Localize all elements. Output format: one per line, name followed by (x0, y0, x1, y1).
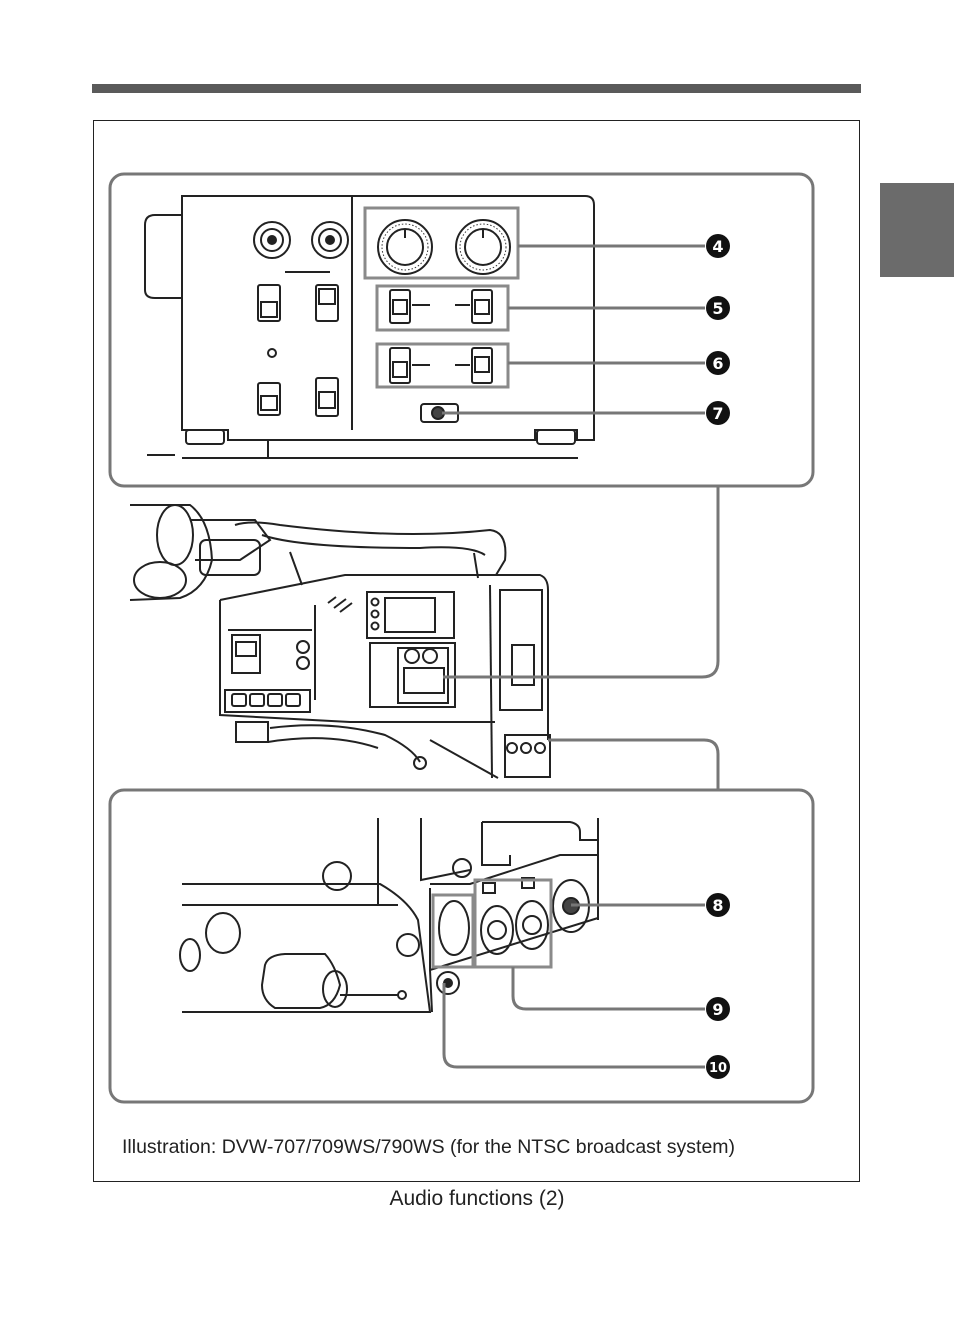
header-rule (92, 84, 861, 93)
figure-frame (93, 120, 860, 1182)
svg-text:7: 7 (712, 404, 723, 423)
callout-7: 7 (706, 401, 730, 425)
callout-6: 6 (706, 351, 730, 375)
callout-8: 8 (706, 893, 730, 917)
chapter-tab (880, 183, 954, 277)
figure-caption: Illustration: DVW-707/709WS/790WS (for t… (122, 1136, 736, 1158)
svg-text:10: 10 (709, 1061, 727, 1076)
figure-title: Audio functions (2) (389, 1187, 565, 1210)
svg-text:9: 9 (712, 1000, 723, 1019)
svg-text:8: 8 (712, 896, 723, 915)
callout-10: 10 (706, 1055, 730, 1079)
detail-panel-top (108, 172, 815, 488)
detail-panel-bottom (108, 788, 815, 1104)
callout-9: 9 (706, 997, 730, 1021)
svg-text:4: 4 (712, 237, 723, 256)
callout-4: 4 (706, 234, 730, 258)
svg-text:6: 6 (712, 354, 723, 373)
svg-text:5: 5 (712, 299, 723, 318)
callout-5: 5 (706, 296, 730, 320)
